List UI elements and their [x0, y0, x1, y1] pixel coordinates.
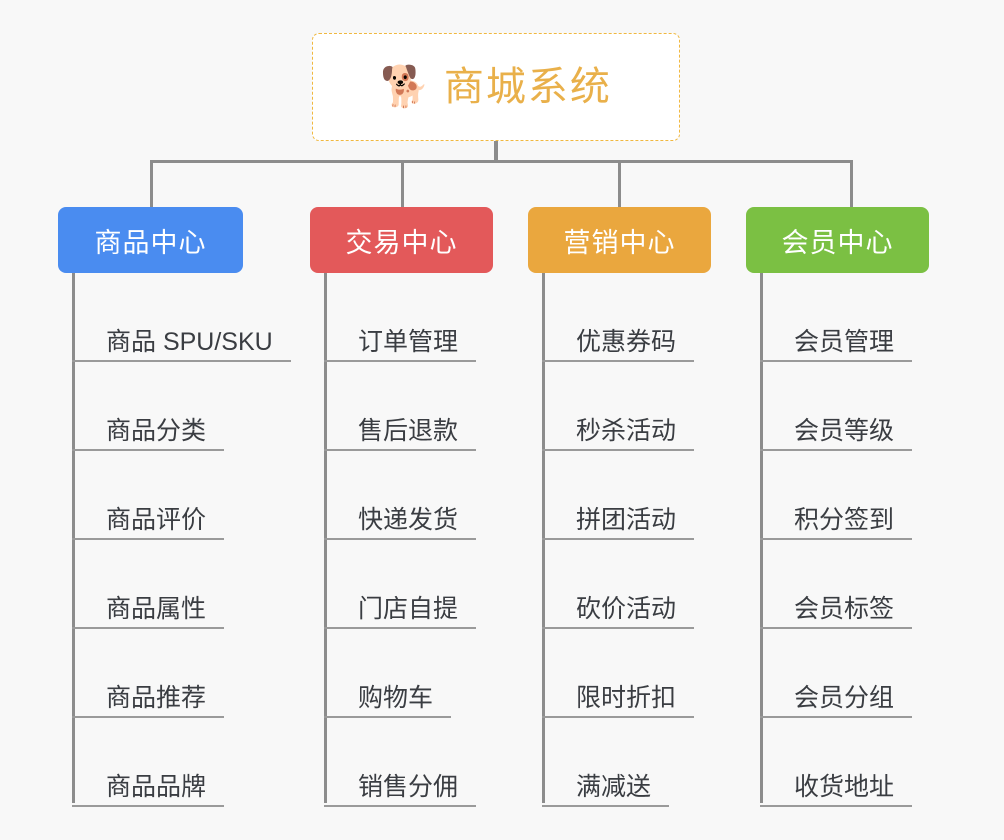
connector-root-stem: [494, 141, 498, 162]
leaf-label: 商品分类: [106, 417, 207, 446]
leaf-label: 限时折扣: [576, 684, 677, 713]
leaf-item-points-checkin[interactable]: 积分签到: [760, 451, 913, 540]
leaf-item-shipping-address[interactable]: 收货地址: [760, 718, 913, 807]
leaf-label: 会员标签: [794, 595, 895, 624]
leaf-item-order-management[interactable]: 订单管理: [324, 273, 477, 362]
leaf-item-product-category[interactable]: 商品分类: [72, 362, 225, 451]
leaf-label: 商品属性: [106, 595, 207, 624]
category-label-member-center: 会员中心: [781, 227, 894, 258]
leaf-item-express-shipping[interactable]: 快递发货: [324, 451, 477, 540]
category-label-marketing-center: 营销中心: [563, 227, 676, 258]
category-box-trade-center[interactable]: 交易中心: [310, 207, 493, 273]
leaf-item-member-group[interactable]: 会员分组: [760, 629, 913, 718]
leaf-label: 优惠券码: [576, 328, 677, 357]
leaf-item-member-tag[interactable]: 会员标签: [760, 540, 913, 629]
category-box-product-center[interactable]: 商品中心: [58, 207, 243, 273]
leaf-label: 商品推荐: [106, 684, 207, 713]
leaf-item-shopping-cart[interactable]: 购物车: [324, 629, 452, 718]
leaf-label: 购物车: [358, 684, 434, 713]
leaf-item-member-level[interactable]: 会员等级: [760, 362, 913, 451]
category-label-product-center: 商品中心: [94, 227, 207, 258]
leaf-label: 会员管理: [794, 328, 895, 357]
category-box-member-center[interactable]: 会员中心: [746, 207, 929, 273]
leaf-label: 快递发货: [358, 506, 459, 535]
leaf-item-full-reduction-gift[interactable]: 满减送: [542, 718, 670, 807]
leaf-label: 会员等级: [794, 417, 895, 446]
connector-branch-trade-center: [401, 160, 404, 207]
root-node-mall-system[interactable]: 🐕 商城系统: [312, 33, 680, 141]
leaf-label: 门店自提: [358, 595, 459, 624]
connector-branch-marketing-center: [618, 160, 621, 207]
leaf-label: 销售分佣: [358, 773, 459, 802]
leaf-item-member-management[interactable]: 会员管理: [760, 273, 913, 362]
category-label-trade-center: 交易中心: [345, 227, 458, 258]
connector-branch-member-center: [850, 160, 853, 207]
leaf-label: 秒杀活动: [576, 417, 677, 446]
shiba-dog-face-icon: 🐕: [380, 65, 430, 109]
leaf-item-limited-time-discount[interactable]: 限时折扣: [542, 629, 695, 718]
leaf-label: 商品品牌: [106, 773, 207, 802]
leaf-item-product-recommend[interactable]: 商品推荐: [72, 629, 225, 718]
leaf-label: 会员分组: [794, 684, 895, 713]
leaf-item-flash-sale[interactable]: 秒杀活动: [542, 362, 695, 451]
leaf-item-bargain-activity[interactable]: 砍价活动: [542, 540, 695, 629]
connector-horizontal-bus: [150, 160, 853, 163]
leaf-item-sales-commission[interactable]: 销售分佣: [324, 718, 477, 807]
category-box-marketing-center[interactable]: 营销中心: [528, 207, 711, 273]
leaf-label: 砍价活动: [576, 595, 677, 624]
leaf-label: 商品评价: [106, 506, 207, 535]
leaf-label: 拼团活动: [576, 506, 677, 535]
leaf-item-product-brand[interactable]: 商品品牌: [72, 718, 225, 807]
leaf-item-product-review[interactable]: 商品评价: [72, 451, 225, 540]
leaf-label: 订单管理: [358, 328, 459, 357]
leaf-label: 满减送: [576, 773, 652, 802]
leaf-item-aftersale-refund[interactable]: 售后退款: [324, 362, 477, 451]
leaf-label: 商品 SPU/SKU: [106, 328, 273, 357]
leaf-label: 积分签到: [794, 506, 895, 535]
leaf-label: 收货地址: [794, 773, 895, 802]
leaf-item-store-pickup[interactable]: 门店自提: [324, 540, 477, 629]
connector-branch-product-center: [150, 160, 153, 207]
root-node-title: 商城系统: [443, 65, 612, 109]
leaf-item-product-spu-sku[interactable]: 商品 SPU/SKU: [72, 273, 291, 362]
leaf-label: 售后退款: [358, 417, 459, 446]
leaf-item-group-buy[interactable]: 拼团活动: [542, 451, 695, 540]
leaf-item-product-attribute[interactable]: 商品属性: [72, 540, 225, 629]
leaf-item-coupon-code[interactable]: 优惠券码: [542, 273, 695, 362]
